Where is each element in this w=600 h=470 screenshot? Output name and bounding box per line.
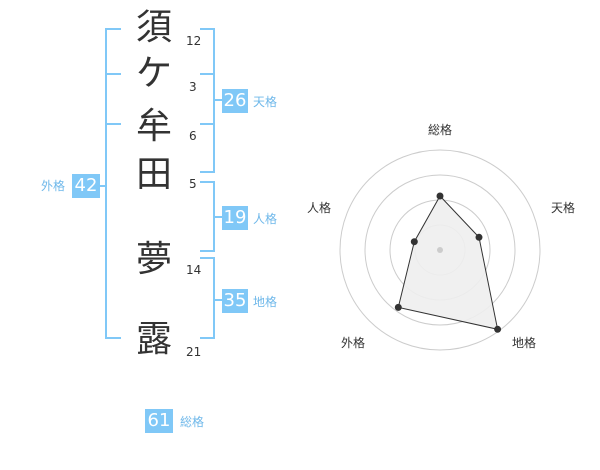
radar-axis-label-tenkaku: 天格 <box>551 201 576 215</box>
radar-point-2 <box>475 233 483 241</box>
stroke-count-6: 21 <box>186 345 202 359</box>
radar-point-4 <box>394 303 402 311</box>
stroke-count-3: 6 <box>189 129 197 143</box>
gaikaku-bracket <box>105 28 121 339</box>
radar-axis-label-gaikaku: 外格 <box>341 336 366 350</box>
stroke-count-1: 12 <box>186 34 202 48</box>
gaikaku-value: 42 <box>74 175 98 196</box>
stroke-count-2: 3 <box>189 80 197 94</box>
jinkaku-label: 人格 <box>253 212 278 226</box>
jinkaku-badge: 19 <box>222 206 248 230</box>
name-char-3: 牟 <box>135 106 172 147</box>
radar-center <box>437 247 443 253</box>
radar-axis-label-soukaku: 総格 <box>428 123 453 137</box>
radar-axis-label-jinkaku: 人格 <box>307 201 332 215</box>
gaikaku-label: 外格 <box>41 179 66 193</box>
soukaku-label: 総格 <box>180 415 205 429</box>
gaikaku-badge: 42 <box>72 174 100 198</box>
radar-point-5 <box>410 238 418 246</box>
chikaku-bracket <box>200 257 215 339</box>
name-char-6: 露 <box>135 319 172 360</box>
jinkaku-value: 19 <box>223 207 247 228</box>
name-char-1: 須 <box>135 7 172 48</box>
soukaku-value: 61 <box>147 410 171 431</box>
name-char-4: 田 <box>135 154 172 195</box>
stroke-count-5: 14 <box>186 263 202 277</box>
chikaku-value: 35 <box>223 290 247 311</box>
stroke-count-4: 5 <box>189 177 197 191</box>
name-char-2: ケ <box>135 53 172 94</box>
radar-point-1 <box>436 192 444 200</box>
radar-polygon <box>397 195 499 330</box>
tenkaku-badge: 26 <box>222 89 248 113</box>
name-char-5: 夢 <box>135 239 172 280</box>
chikaku-badge: 35 <box>222 289 248 313</box>
tenkaku-label: 天格 <box>253 95 278 109</box>
tenkaku-value: 26 <box>223 90 247 111</box>
radar-axis-label-chikaku: 地格 <box>512 336 537 350</box>
chikaku-label: 地格 <box>253 295 278 309</box>
radar-point-3 <box>494 325 502 333</box>
soukaku-badge: 61 <box>145 409 173 433</box>
